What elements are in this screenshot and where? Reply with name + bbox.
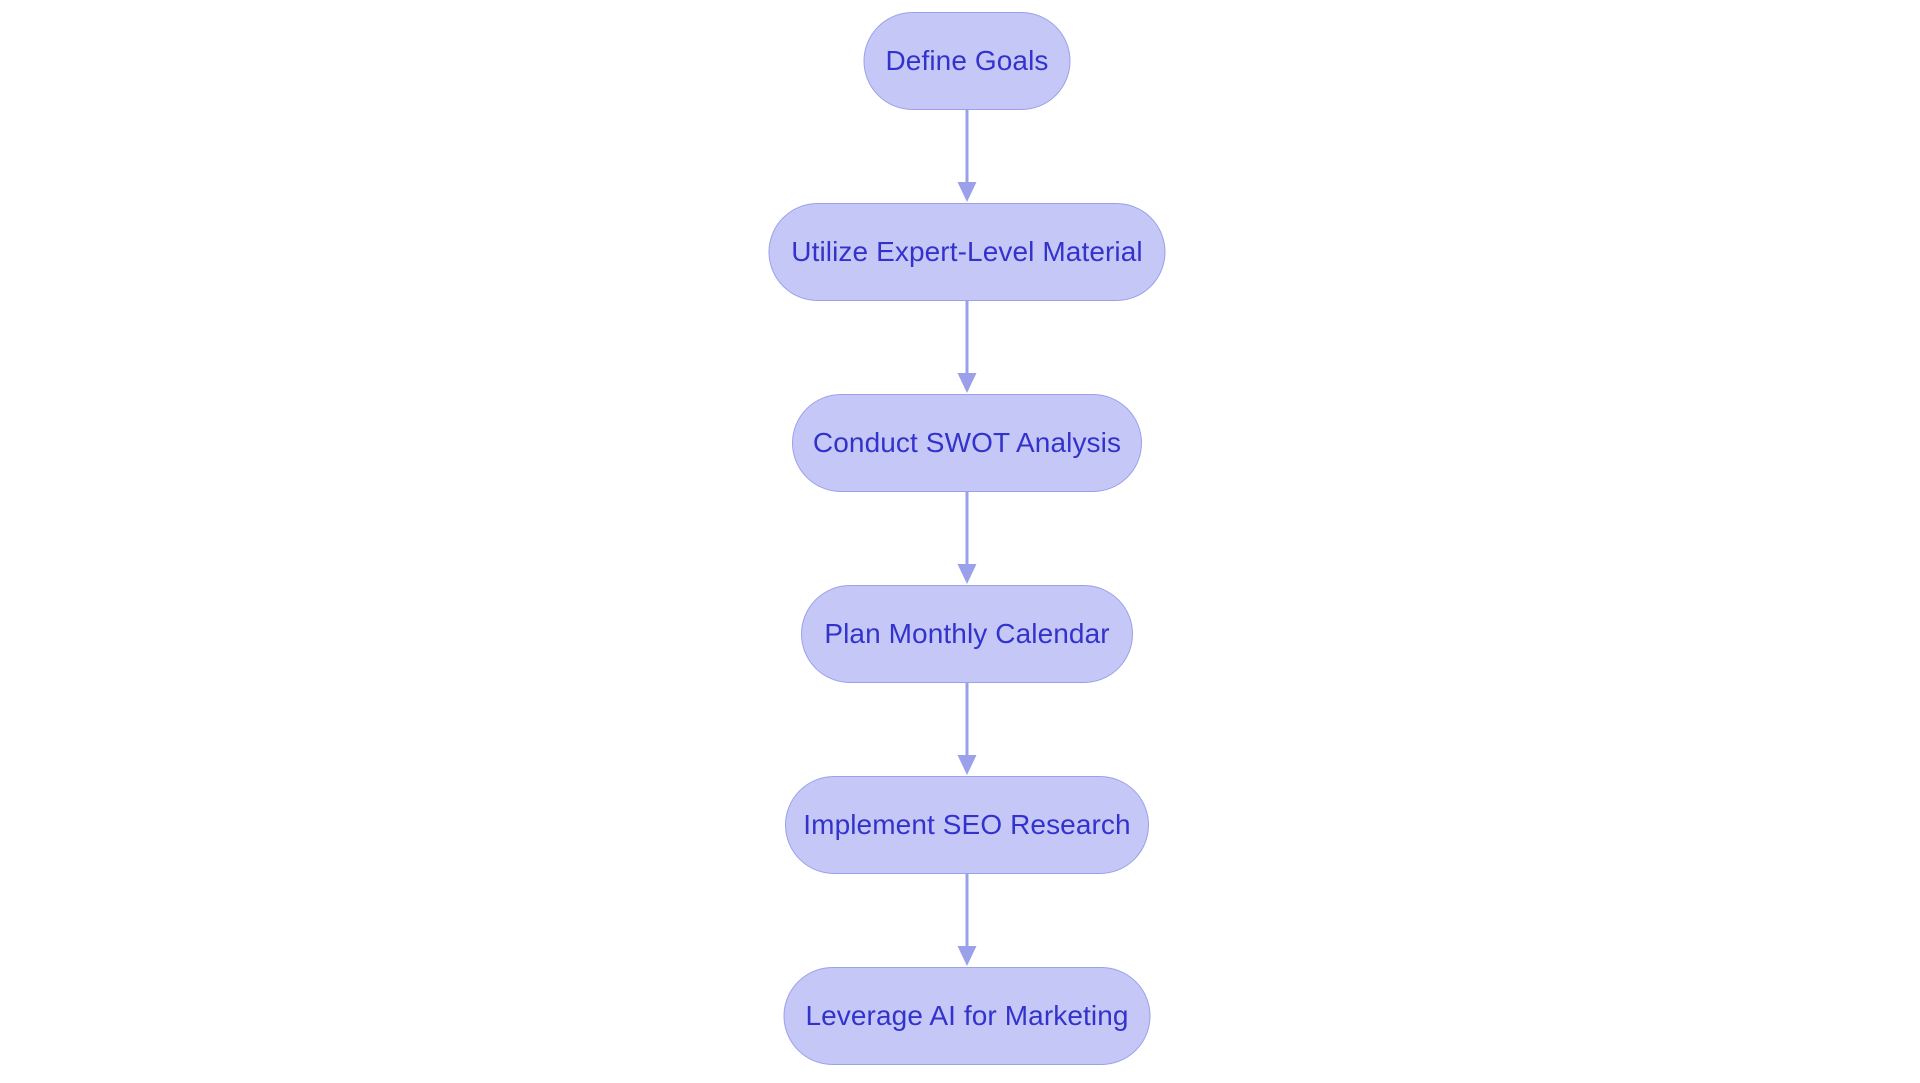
- flow-node-label: Leverage AI for Marketing: [805, 1000, 1129, 1031]
- flow-edge-plan-monthly-calendar-to-implement-seo-research: [955, 683, 979, 776]
- flow-edge-define-goals-to-utilize-expert-level-material: [955, 110, 979, 203]
- flow-node-leverage-ai-for-marketing[interactable]: Leverage AI for Marketing: [783, 967, 1151, 1065]
- flow-node-label: Plan Monthly Calendar: [824, 618, 1110, 649]
- flow-node-label: Define Goals: [885, 45, 1049, 76]
- down-arrow-icon: [957, 564, 977, 584]
- flow-node-label: Conduct SWOT Analysis: [812, 427, 1122, 458]
- flow-node-define-goals[interactable]: Define Goals: [863, 12, 1071, 110]
- down-arrow-icon: [957, 373, 977, 393]
- down-arrow-icon: [957, 182, 977, 202]
- flow-node-plan-monthly-calendar[interactable]: Plan Monthly Calendar: [801, 585, 1133, 683]
- flow-edge-implement-seo-research-to-leverage-ai-for-marketing: [955, 874, 979, 967]
- down-arrow-icon: [957, 755, 977, 775]
- down-arrow-icon: [957, 946, 977, 966]
- flow-node-implement-seo-research[interactable]: Implement SEO Research: [785, 776, 1149, 874]
- flow-node-label: Implement SEO Research: [803, 809, 1131, 840]
- flow-edge-utilize-expert-level-material-to-conduct-swot-analysis: [955, 301, 979, 394]
- flow-node-utilize-expert-level-material[interactable]: Utilize Expert-Level Material: [768, 203, 1166, 301]
- flow-node-conduct-swot-analysis[interactable]: Conduct SWOT Analysis: [792, 394, 1142, 492]
- flow-edge-conduct-swot-analysis-to-plan-monthly-calendar: [955, 492, 979, 585]
- flow-node-label: Utilize Expert-Level Material: [791, 236, 1143, 267]
